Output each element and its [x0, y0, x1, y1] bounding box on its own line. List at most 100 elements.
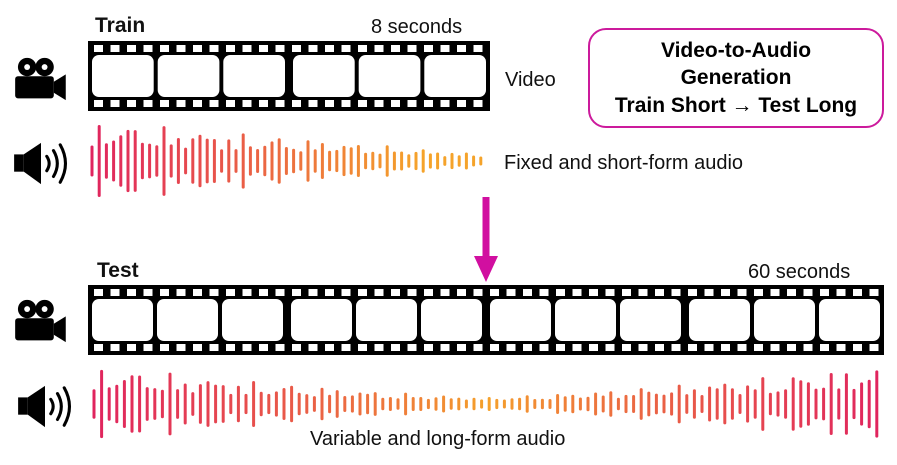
sprocket-hole — [358, 45, 367, 52]
sprocket-hole — [754, 344, 763, 351]
sprocket-hole — [127, 100, 136, 107]
train-to-test-arrow — [474, 197, 498, 282]
sprocket-hole — [374, 100, 384, 107]
sprocket-hole — [457, 45, 466, 52]
sprocket-hole — [473, 289, 483, 296]
sprocket-hole — [193, 289, 202, 296]
sprocket-hole — [308, 344, 318, 351]
film-frame — [819, 299, 880, 341]
sprocket-hole — [127, 45, 136, 52]
video-label: Video — [505, 69, 556, 91]
sprocket-hole — [704, 289, 714, 296]
sprocket-hole — [473, 100, 483, 107]
sprocket-hole — [358, 100, 367, 107]
sprocket-hole — [737, 344, 747, 351]
sprocket-hole — [160, 100, 169, 107]
sprocket-hole — [820, 344, 829, 351]
sprocket-hole — [721, 344, 730, 351]
sprocket-hole — [259, 45, 268, 52]
sprocket-hole — [671, 289, 681, 296]
sprocket-hole — [589, 289, 598, 296]
sprocket-hole — [374, 45, 384, 52]
sprocket-hole — [242, 45, 252, 52]
sprocket-hole — [440, 45, 450, 52]
test-heading: Test — [97, 259, 139, 282]
train-duration: 8 seconds — [371, 16, 463, 38]
film-frame — [157, 55, 220, 97]
sprocket-hole — [110, 289, 120, 296]
sprocket-hole — [457, 344, 466, 351]
task-callout-box: Video-to-Audio Generation Train Short → … — [588, 28, 884, 128]
sprocket-hole — [424, 289, 433, 296]
sprocket-hole — [143, 100, 153, 107]
sprocket-hole — [688, 289, 697, 296]
sprocket-hole — [292, 344, 301, 351]
sprocket-hole — [143, 289, 153, 296]
sprocket-hole — [308, 100, 318, 107]
sprocket-hole — [853, 344, 862, 351]
sprocket-hole — [605, 344, 615, 351]
sprocket-hole — [94, 344, 103, 351]
sprocket-hole — [110, 45, 120, 52]
sprocket-hole — [539, 289, 549, 296]
test-audio-waveform — [92, 369, 879, 439]
sprocket-hole — [209, 100, 219, 107]
sprocket-hole — [242, 100, 252, 107]
film-frame — [421, 299, 482, 341]
sprocket-hole — [506, 289, 516, 296]
sprocket-hole — [341, 45, 351, 52]
sprocket-hole — [770, 289, 780, 296]
sprocket-hole — [226, 45, 235, 52]
sprocket-hole — [424, 45, 433, 52]
sprocket-hole — [176, 289, 186, 296]
sprocket-hole — [638, 344, 648, 351]
film-frame — [92, 299, 153, 341]
sprocket-hole — [737, 289, 747, 296]
sprocket-hole — [473, 344, 483, 351]
filmstrip-body — [88, 41, 490, 111]
sprocket-hole — [473, 45, 483, 52]
callout-line-1: Video-to-Audio — [660, 39, 812, 63]
sprocket-hole — [622, 344, 631, 351]
train-filmstrip — [88, 41, 490, 111]
sprocket-hole — [242, 289, 252, 296]
sprocket-hole — [407, 344, 417, 351]
sprocket-hole — [836, 344, 846, 351]
sprocket-hole — [94, 45, 103, 52]
sprocket-hole — [127, 344, 136, 351]
sprocket-hole — [226, 100, 235, 107]
sprocket-hole — [721, 289, 730, 296]
sprocket-hole — [704, 344, 714, 351]
sprocket-hole — [127, 289, 136, 296]
video-camera-icon — [15, 57, 66, 101]
sprocket-hole — [391, 344, 400, 351]
sprocket-hole — [325, 344, 334, 351]
callout-line-3: Train Short → Test Long — [614, 93, 858, 117]
sprocket-hole — [836, 289, 846, 296]
test-audio-label: Variable and long-form audio — [310, 428, 566, 450]
film-frame — [222, 299, 283, 341]
sprocket-hole — [424, 100, 433, 107]
sprocket-hole — [160, 289, 169, 296]
sprocket-hole — [226, 344, 235, 351]
video-camera-icon — [15, 299, 66, 343]
sprocket-hole — [638, 289, 648, 296]
film-frame — [689, 299, 750, 341]
sprocket-hole — [176, 100, 186, 107]
sprocket-hole — [259, 289, 268, 296]
sprocket-hole — [94, 100, 103, 107]
sprocket-hole — [143, 45, 153, 52]
sprocket-hole — [391, 289, 400, 296]
sprocket-hole — [506, 344, 516, 351]
sprocket-hole — [803, 344, 813, 351]
film-frame — [358, 55, 421, 97]
sprocket-hole — [259, 100, 268, 107]
train-heading: Train — [95, 14, 146, 37]
sprocket-hole — [193, 344, 202, 351]
sprocket-hole — [209, 45, 219, 52]
sprocket-hole — [259, 344, 268, 351]
sprocket-hole — [143, 344, 153, 351]
sprocket-hole — [94, 289, 103, 296]
sprocket-hole — [160, 344, 169, 351]
